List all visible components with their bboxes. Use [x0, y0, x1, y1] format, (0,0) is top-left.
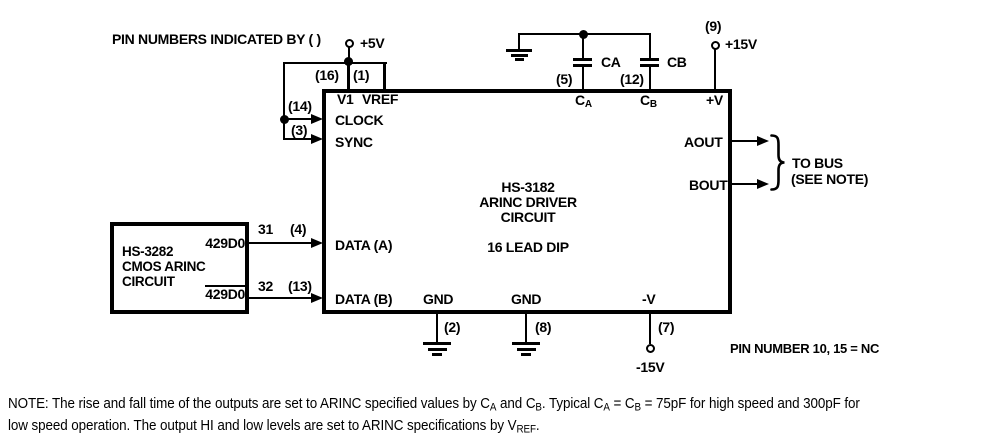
main-ic-title-line3: CIRCUIT [500, 209, 556, 225]
wire-sync [284, 138, 312, 140]
aout-arrowhead [757, 136, 769, 146]
pin-label-plus-v: +V [706, 92, 723, 108]
ground-symbol-icon [432, 353, 442, 356]
capacitor-ca-label: CA [601, 54, 621, 70]
plus5v-label: +5V [360, 35, 385, 51]
sync-arrowhead [311, 134, 323, 144]
main-ic-title-line1: HS-3182 [501, 179, 555, 195]
clock-arrowhead [311, 114, 323, 124]
wire-bout [732, 183, 758, 185]
wire-cb-top [649, 34, 651, 58]
capacitor-ca-plate-icon [573, 58, 592, 61]
wire-ca-top [582, 34, 584, 58]
pin-label-data-a: DATA (A) [335, 237, 393, 253]
ground-symbol-icon [506, 49, 532, 52]
main-ic-title-line2: ARINC DRIVER [479, 194, 577, 210]
footnote-line1: NOTE: The rise and fall time of the outp… [8, 395, 860, 414]
pin-num-ca: (5) [556, 71, 573, 87]
pin-num-sync: (3) [291, 122, 308, 138]
pin-label-minus-v: -V [642, 291, 656, 307]
pin-label-gnd-left: GND [423, 291, 454, 307]
pin-label-v1: V1 [337, 91, 354, 107]
bout-arrowhead [757, 179, 769, 189]
ground-symbol-icon [428, 348, 447, 351]
data-a-arrowhead [311, 238, 323, 248]
ground-symbol-icon [512, 342, 540, 345]
capacitor-cb-plate-icon [640, 64, 659, 67]
wire-gnd-left-stem [436, 313, 438, 342]
minus15v-label: -15V [636, 359, 665, 375]
companion-out-a-label: 429D0 [205, 235, 245, 251]
footnote: NOTE: The rise and fall time of the outp… [8, 395, 1000, 439]
pin-numbers-note: PIN NUMBERS INDICATED BY ( ) [112, 31, 321, 47]
pin-label-clock: CLOCK [335, 112, 384, 128]
pin-label-data-b: DATA (B) [335, 291, 393, 307]
pin-label-sync: SYNC [335, 134, 373, 150]
pin-label-bout: BOUT [689, 177, 728, 193]
wire-clock-sync-branch [283, 62, 285, 140]
companion-ic-title-line3: CIRCUIT [122, 274, 175, 289]
wire-data-b [248, 297, 312, 299]
wire-plus15v-stem [714, 49, 716, 89]
wire-gnd-right-stem [525, 313, 527, 342]
pin-label-ca: CA [575, 92, 592, 110]
pin-num-cb: (12) [620, 71, 644, 87]
pin-label-cb: CB [640, 92, 657, 110]
ground-symbol-icon [517, 348, 536, 351]
pin-label-gnd-right: GND [511, 291, 542, 307]
junction-dot [344, 57, 353, 66]
capacitor-ca-plate-icon [573, 64, 592, 67]
pin-num-clock: (14) [288, 98, 312, 114]
capacitor-cb-label: CB [667, 54, 687, 70]
companion-ic-outline [110, 222, 249, 314]
wire-minus-v-stem [649, 313, 651, 344]
pin-num-gnd-left: (2) [444, 319, 461, 335]
pin-num-plus-v: (9) [705, 18, 722, 34]
ground-symbol-icon [511, 54, 528, 57]
minus15v-terminal-icon [646, 344, 655, 353]
companion-ic-title-line2: CMOS ARINC [122, 259, 206, 274]
pin-label-aout: AOUT [684, 134, 723, 150]
ground-symbol-icon [423, 342, 451, 345]
main-ic-title: HS-3182 ARINC DRIVER CIRCUIT [428, 180, 628, 225]
wire-top-horizontal [283, 62, 387, 64]
ground-symbol-icon [515, 58, 524, 61]
wire-plus5v-stem [348, 47, 350, 61]
main-ic-outline [322, 89, 732, 314]
pin-num-data-a: (4) [290, 221, 307, 237]
plus15v-label: +15V [725, 36, 757, 52]
companion-ic-title-line1: HS-3282 [122, 244, 174, 259]
pin-label-vref: VREF [362, 91, 399, 107]
pin-num-vref: (1) [353, 67, 370, 83]
companion-out-b-label: 429D0 [205, 285, 245, 302]
pin-num-minus-v: (7) [658, 319, 675, 335]
companion-pin-31: 31 [258, 221, 273, 237]
ground-symbol-icon [521, 353, 531, 356]
wire-clock [284, 118, 312, 120]
pin-num-v1: (16) [315, 67, 339, 83]
main-ic-package: 16 LEAD DIP [487, 239, 569, 255]
companion-ic-title: HS-3282 CMOS ARINC CIRCUIT [122, 244, 206, 289]
wire-cb-bottom [649, 67, 651, 89]
wire-vref-drop [383, 63, 386, 89]
bus-brace-icon [770, 134, 785, 191]
footnote-line2: low speed operation. The output HI and l… [8, 417, 540, 436]
wire-ca-bottom [582, 67, 584, 89]
wire-cap-ground-stem [518, 34, 520, 49]
pin-num-gnd-right: (8) [535, 319, 552, 335]
pin-num-data-b: (13) [288, 278, 312, 294]
bus-label-line2: (SEE NOTE) [791, 171, 869, 187]
capacitor-cb-plate-icon [640, 58, 659, 61]
bus-label-line1: TO BUS [792, 155, 843, 171]
wire-data-a [248, 242, 312, 244]
companion-pin-32: 32 [258, 278, 273, 294]
wire-v1-drop [347, 63, 350, 89]
wire-aout [732, 140, 758, 142]
data-b-arrowhead [311, 293, 323, 303]
nc-note: PIN NUMBER 10, 15 = NC [730, 341, 880, 356]
